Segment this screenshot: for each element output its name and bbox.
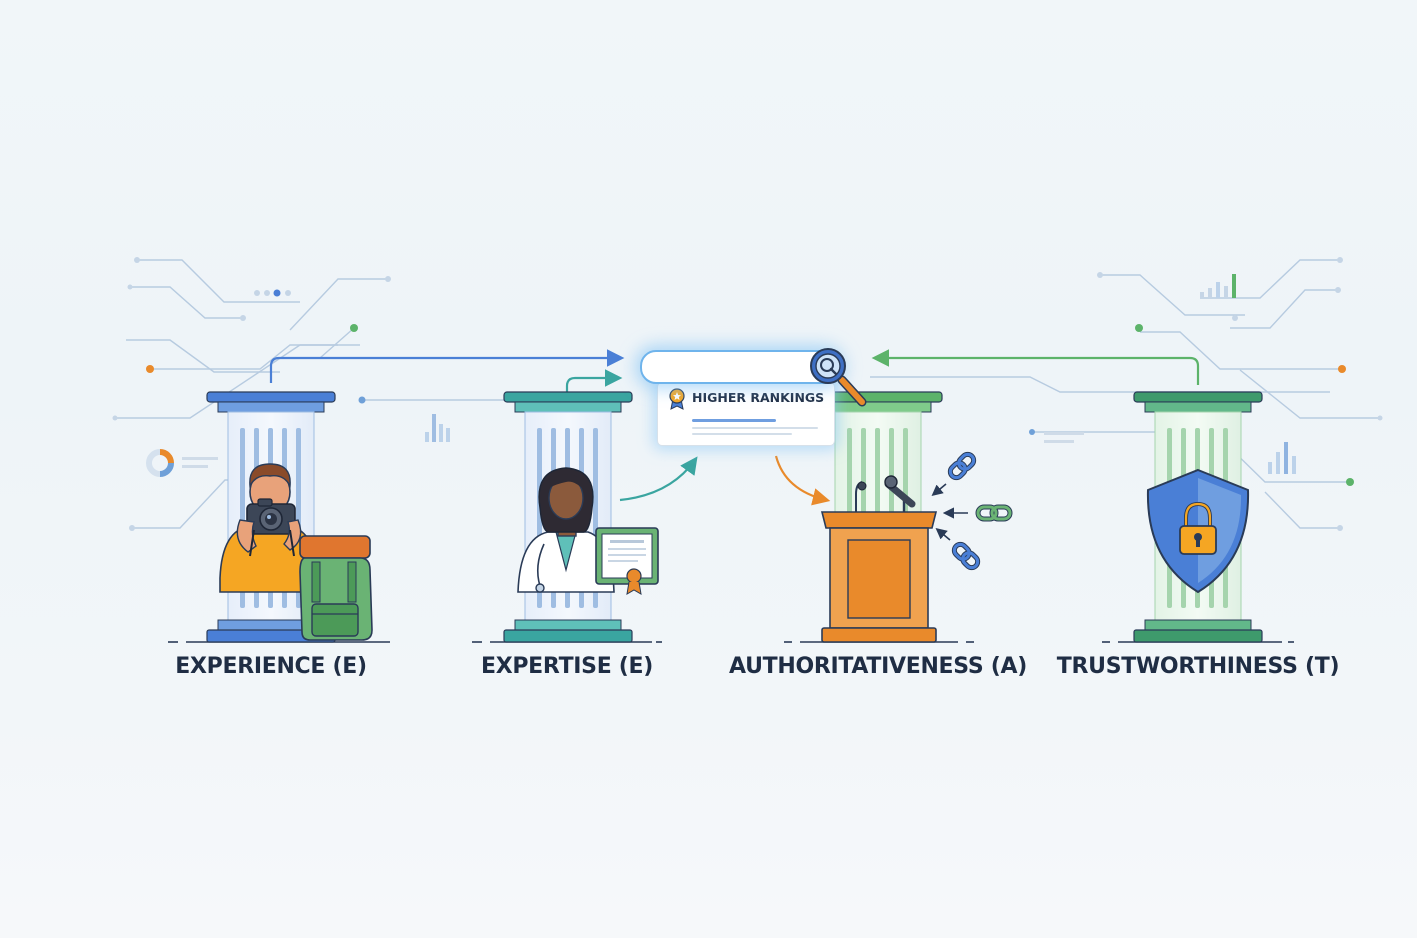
- result-line-accent: [692, 419, 776, 422]
- arrow-expertise-to-results: [619, 456, 698, 502]
- result-line: [692, 433, 792, 435]
- search-results-card: HIGHER RANKINGS: [657, 382, 835, 446]
- photographer-with-backpack-icon: [219, 463, 373, 641]
- donut-chart-icon: [146, 449, 218, 477]
- pillar-label-trustworthiness: TRUSTWORTHINESS (T): [1056, 654, 1340, 679]
- podium-with-links-icon: [820, 451, 1013, 643]
- pillar-label-authoritativeness: AUTHORITATIVENESS (A): [729, 654, 1027, 679]
- award-badge-icon: [669, 388, 685, 410]
- doctor-with-certificate-icon: [517, 467, 659, 595]
- arrow-experience-to-search: [269, 349, 625, 383]
- circuit-dots-left: [112, 257, 391, 531]
- result-title: HIGHER RANKINGS: [692, 390, 825, 405]
- result-line: [692, 427, 818, 429]
- arrow-trust-to-search: [871, 349, 1200, 385]
- chain-link-icon-top: [947, 451, 977, 481]
- arrow-results-to-authority: [774, 455, 831, 506]
- search-magnifier-icon[interactable]: [806, 344, 870, 408]
- text-lines-icon-right: [1044, 432, 1084, 443]
- pillar-label-expertise: EXPERTISE (E): [480, 654, 654, 679]
- bar-chart-icon-left: [425, 414, 450, 442]
- arrow-expertise-to-search: [565, 369, 623, 392]
- chain-link-icon-bottom: [951, 541, 981, 571]
- pillar-label-experience: EXPERIENCE (E): [175, 654, 367, 679]
- circuit-lines-right: [870, 259, 1380, 529]
- bar-chart-icon-right-top: [1200, 274, 1236, 298]
- bar-chart-icon-right: [1268, 442, 1296, 474]
- circuit-dots-right: [1029, 257, 1383, 531]
- shield-lock-icon: [1146, 468, 1250, 594]
- chain-link-icon-middle: [975, 504, 1013, 522]
